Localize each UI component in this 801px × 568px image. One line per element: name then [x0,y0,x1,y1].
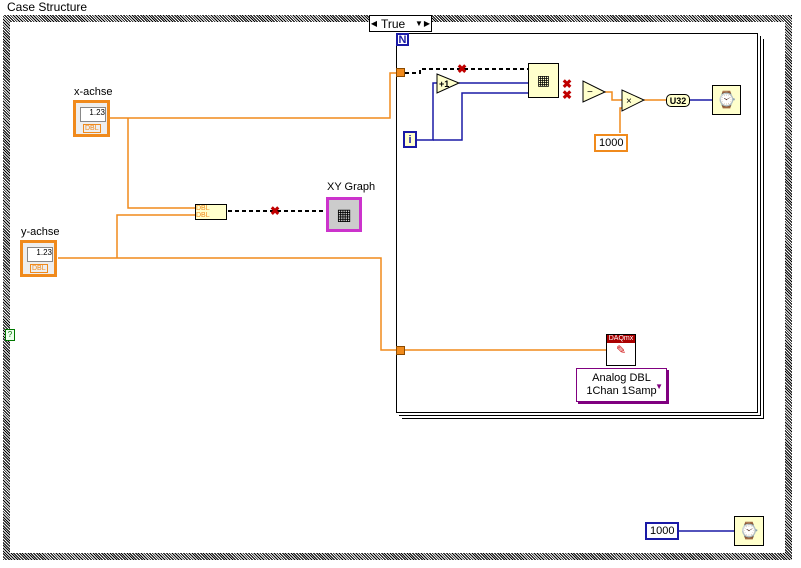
bundle-input: DBL [196,212,210,219]
chevron-down-icon[interactable]: ▼ [655,382,663,391]
pencil-wave-icon: ✎ [615,343,627,357]
daqmx-header: DAQmx [607,335,635,343]
multiplier-constant[interactable]: 1000 [594,134,629,152]
broken-wire-marker[interactable]: ✖ [270,204,280,218]
numeric-control-x-achse[interactable]: 1.23 DBL [73,100,110,137]
input-tunnel-y[interactable] [396,346,405,355]
wire-const-mult [619,107,624,133]
array-index-icon: ▦ [536,72,551,88]
case-structure-title: Case Structure [7,0,88,14]
wire-i-to-index [433,92,528,141]
increment-symbol: +1 [439,79,449,89]
u32-conversion[interactable]: U32 [666,94,690,107]
subtract-symbol: − [587,87,593,98]
wait-ms-node-outer[interactable]: ⌚ [734,516,764,546]
wire-x-to-bundle [127,118,195,209]
loop-count-terminal[interactable]: N [396,33,409,46]
input-tunnel-x[interactable] [396,68,405,77]
broken-wire-marker[interactable]: ✖ [562,77,572,91]
subtract-node [582,80,607,103]
case-selector-terminal[interactable]: ? [5,329,15,341]
wait-constant[interactable]: 1000 [645,522,680,540]
numeric-display: 1.23 [80,107,106,122]
numeric-control-y-achse[interactable]: 1.23 DBL [20,240,57,277]
case-structure-frame[interactable] [3,15,792,560]
increment-node [436,73,461,94]
multiply-symbol: × [626,96,632,107]
polymorphic-selector[interactable]: Analog DBL 1Chan 1Samp ▼ [576,368,667,402]
clock-icon: ⌚ [739,523,759,540]
wire-x-achse [110,72,397,119]
numeric-display: 1.23 [27,247,53,262]
graph-label: XY Graph [327,181,376,193]
multiply-node [621,89,646,112]
iteration-terminal[interactable]: i [403,131,417,148]
decrement-case-arrow[interactable]: ◀ [370,19,378,28]
wire-y-achse [58,257,397,351]
control-label-y-achse: y-achse [21,226,60,238]
broken-wire-marker[interactable]: ✖ [562,88,572,102]
increment-case-arrow[interactable]: ▶ [423,19,431,28]
wire-sub-mult [605,91,622,101]
wire-i-to-increment [417,82,437,141]
broken-wire-array [405,68,528,74]
control-label-x-achse: x-achse [74,86,113,98]
broken-wire-marker[interactable]: ✖ [457,62,467,76]
selector-line-1: Analog DBL [592,372,651,384]
case-dropdown-icon[interactable]: ▼ [415,19,423,28]
xy-graph-indicator[interactable]: ▦ [326,197,362,232]
type-tag: DBL [83,124,101,133]
for-loop[interactable] [396,33,758,413]
clock-icon: ⌚ [716,92,737,109]
graph-icon: ▦ [336,206,352,224]
index-array-node[interactable]: ▦ [528,63,559,98]
selector-line-2: 1Chan 1Samp [586,385,657,397]
wait-ms-node[interactable]: ⌚ [712,85,741,115]
bundle-node[interactable]: DBL DBL [195,204,227,220]
wire-y-to-bundle [116,214,195,258]
type-tag: DBL [30,264,48,273]
bundle-input: DBL [196,205,210,212]
case-selector[interactable]: ◀ True ▼ ▶ [369,15,432,32]
daqmx-write-node[interactable]: DAQmx ✎ [606,334,636,366]
case-selector-value[interactable]: True [381,16,406,31]
